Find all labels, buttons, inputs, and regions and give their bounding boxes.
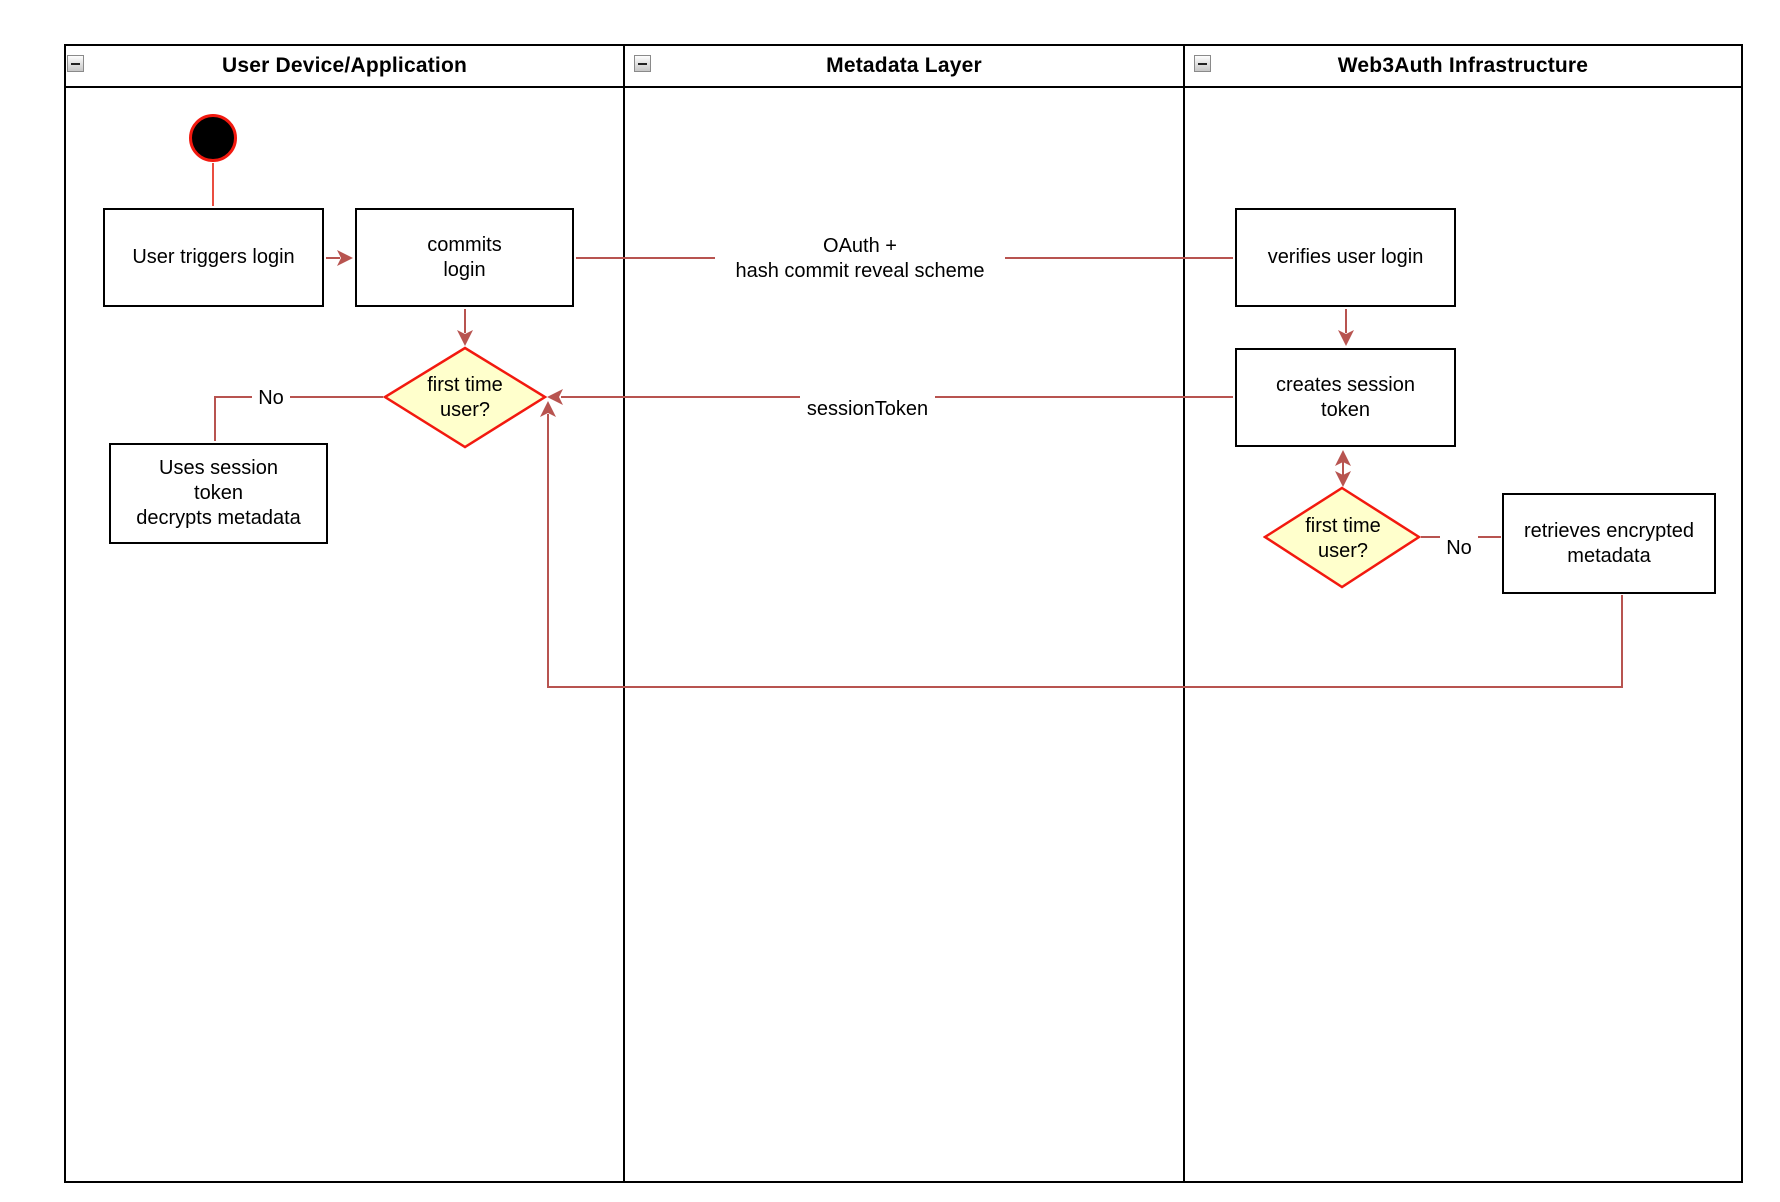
lane-title-user-device: User Device/Application [221, 54, 467, 77]
lane-divider-2 [1183, 44, 1185, 1183]
lane-header-user-device: User Device/Application [66, 44, 623, 88]
lane-title-metadata-layer: Metadata Layer [826, 54, 982, 77]
lane-header-metadata-layer: Metadata Layer [625, 44, 1183, 88]
decision-diamond-first-time-user-1[interactable] [383, 346, 547, 450]
minus-glyph [71, 62, 80, 65]
edge-label-no-2: No [1440, 536, 1478, 561]
node-label: User triggers login [132, 246, 295, 268]
node-label: creates session token [1276, 373, 1415, 421]
diamond-shape[interactable] [383, 346, 547, 449]
node-label: retrieves encrypted metadata [1523, 519, 1695, 567]
initial-state-node[interactable] [189, 114, 237, 162]
node-commits-login[interactable]: commits login [355, 208, 574, 307]
lane-header-web3auth: Web3Auth Infrastructure [1185, 44, 1741, 88]
collapse-icon[interactable] [634, 55, 651, 72]
decision-diamond-first-time-user-2[interactable] [1263, 486, 1423, 591]
node-verifies-user-login[interactable]: verifies user login [1235, 208, 1456, 307]
diamond-shape[interactable] [1263, 486, 1422, 589]
node-creates-session-token[interactable]: creates session token [1235, 348, 1456, 447]
node-label: Uses session token decrypts metadata [136, 457, 301, 529]
lane-divider-1 [623, 44, 625, 1183]
collapse-icon[interactable] [1194, 55, 1211, 72]
minus-glyph [638, 62, 647, 65]
node-label: verifies user login [1267, 246, 1424, 268]
node-user-triggers-login[interactable]: User triggers login [103, 208, 324, 307]
lane-title-web3auth: Web3Auth Infrastructure [1337, 54, 1589, 77]
collapse-icon[interactable] [67, 55, 84, 72]
edge-label-no-1: No [252, 386, 290, 411]
edge-label-oauth: OAuth + hash commit reveal scheme [715, 234, 1005, 284]
node-uses-session-token[interactable]: Uses session token decrypts metadata [109, 443, 328, 544]
lane-header-divider [64, 86, 1743, 88]
edge-label-session-token: sessionToken [800, 396, 935, 422]
node-label: commits login [427, 233, 502, 281]
node-retrieves-encrypted-metadata[interactable]: retrieves encrypted metadata [1502, 493, 1716, 594]
minus-glyph [1198, 62, 1207, 65]
